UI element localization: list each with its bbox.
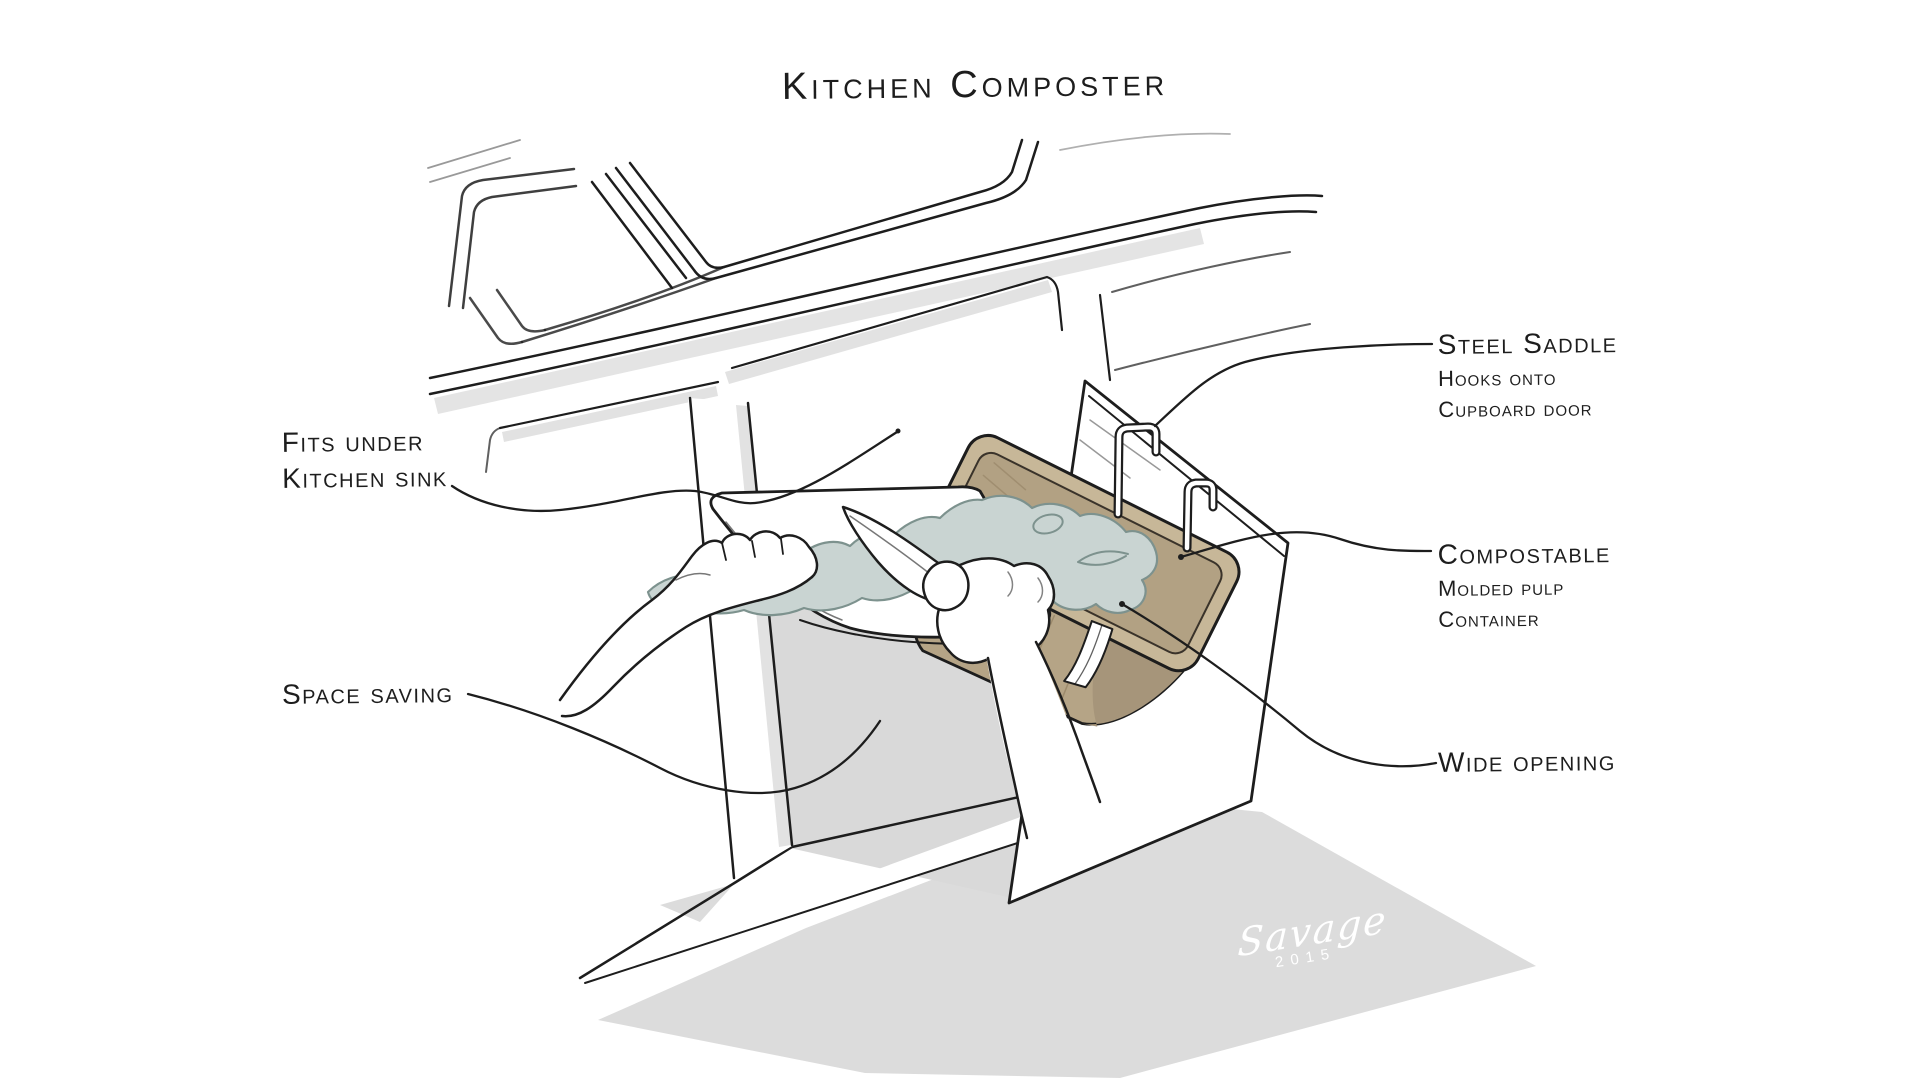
leader-space-saving: [466, 692, 882, 795]
counter-edge: [428, 194, 1324, 414]
sink-bowls: [427, 132, 1231, 346]
leader-lines: [450, 342, 1438, 795]
left-hand: [558, 530, 819, 718]
label-line: Space saving: [281, 677, 454, 710]
label-wide-opening: Wide opening: [1438, 743, 1616, 781]
page-title: Kitchen Composter: [781, 61, 1169, 109]
label-line: Fits under: [281, 425, 425, 458]
cabinet-frame: [485, 251, 1311, 473]
label-space-saving: Space saving: [282, 675, 454, 713]
leader-fits-under: [450, 430, 899, 513]
label-line: Cupboard door: [1438, 395, 1593, 422]
label-fits-under-kitchen-sink: Fits under Kitchen sink: [282, 423, 448, 497]
leader-wide-opening: [1120, 602, 1438, 768]
steel-saddle-hooks: [1113, 422, 1218, 553]
label-line: Kitchen sink: [282, 461, 448, 494]
label-steel-saddle: Steel Saddle Hooks onto Cupboard door: [1437, 325, 1618, 425]
label-heading: Wide opening: [1437, 745, 1616, 778]
label-heading: Steel Saddle: [1437, 327, 1618, 360]
label-heading: Compostable: [1437, 537, 1611, 570]
leader-steel-saddle: [1153, 342, 1434, 428]
label-compostable: Compostable Molded pulp Container: [1437, 535, 1611, 635]
leader-compostable: [1179, 531, 1433, 559]
label-line: Molded pulp: [1437, 574, 1565, 601]
label-line: Hooks onto: [1437, 364, 1557, 391]
label-line: Container: [1438, 605, 1540, 632]
right-hand: [922, 557, 1102, 840]
